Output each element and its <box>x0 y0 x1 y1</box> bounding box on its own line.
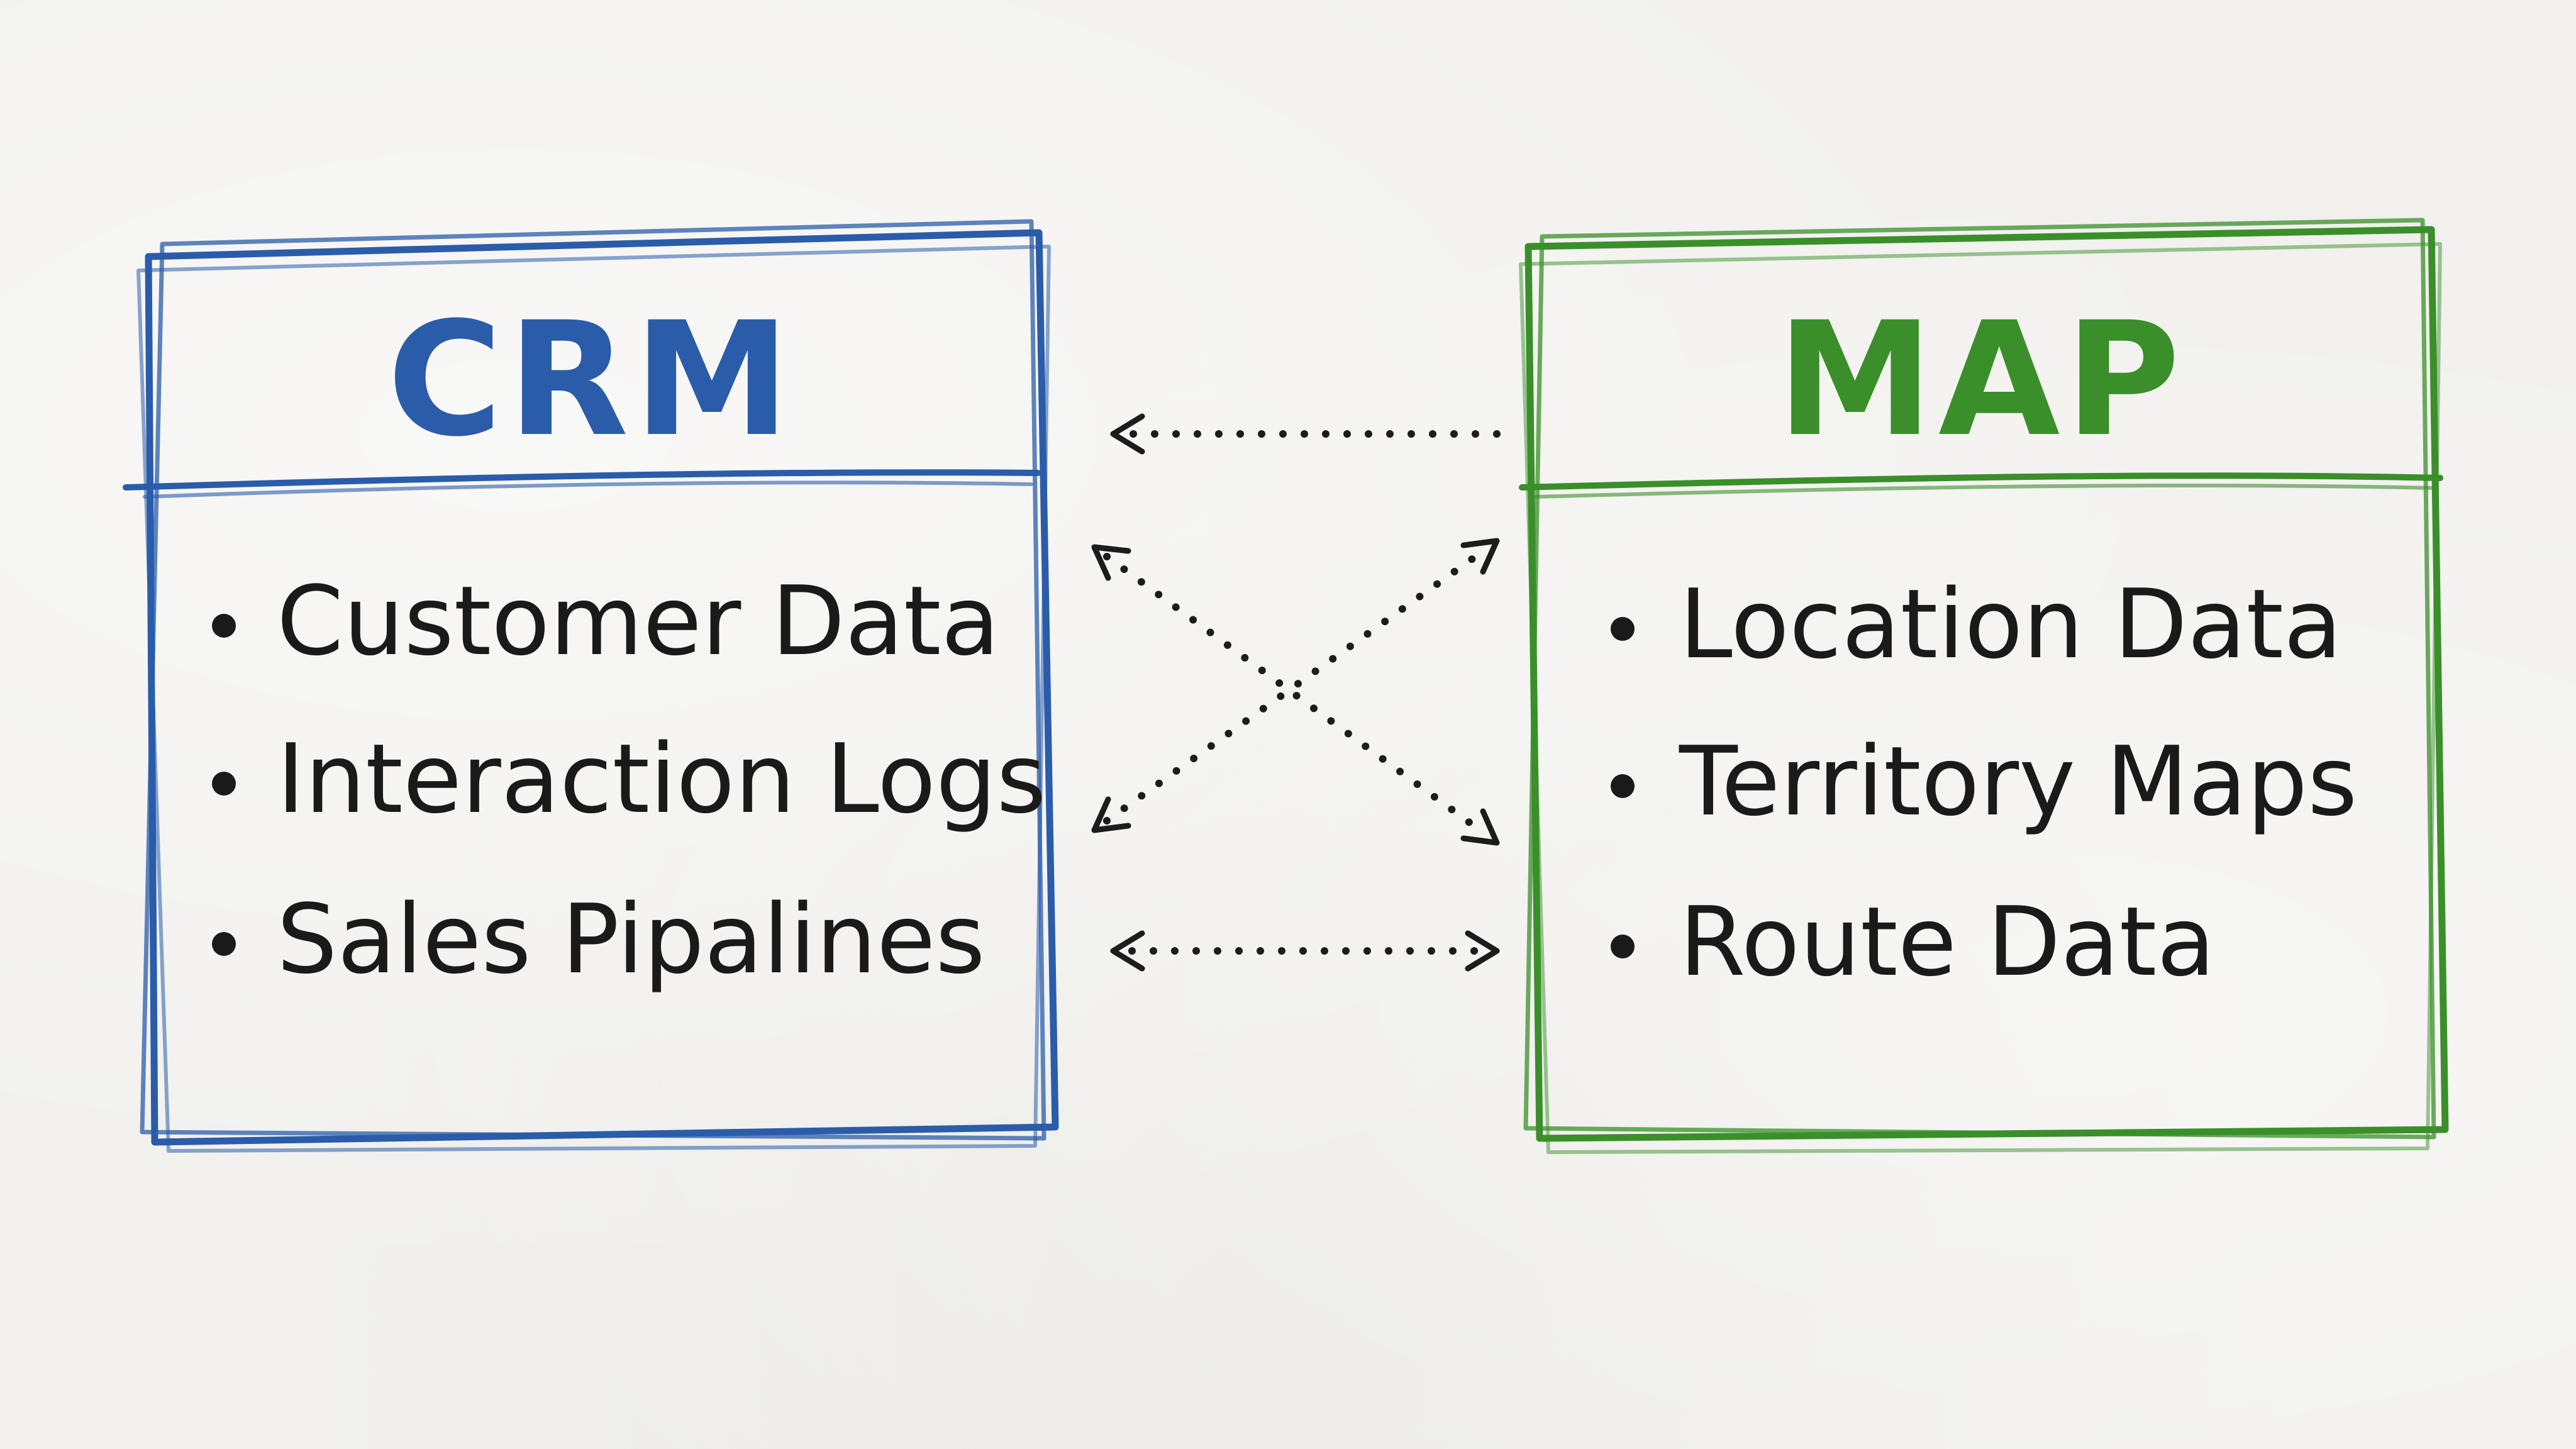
connector-top <box>1110 413 1501 455</box>
connector-diagonal-up-line <box>1103 547 1488 824</box>
arrowhead-up-right-icon <box>1460 538 1500 575</box>
crm-box-outline <box>145 229 1059 1146</box>
map-title: MAP <box>1777 288 2185 471</box>
crm-box <box>123 219 1059 1153</box>
arrowhead-down-right-icon <box>1460 808 1500 846</box>
map-item-label: Location Data <box>1679 569 2342 680</box>
map-list-item: Territory Maps <box>1611 726 2357 837</box>
map-item-list: Location Data Territory Maps Route Data <box>1611 569 2357 997</box>
crm-list-item: Customer Data <box>212 565 1000 677</box>
crm-title: CRM <box>387 288 796 471</box>
bullet-icon <box>212 614 236 638</box>
connector-diagonal-up <box>1091 538 1500 833</box>
map-box-outline <box>1524 226 2449 1142</box>
crm-header-divider <box>123 469 1041 491</box>
crm-item-list: Customer Data Interaction Logs Sales Pip… <box>212 565 1046 995</box>
map-box <box>1519 218 2449 1154</box>
map-list-item: Location Data <box>1611 569 2342 680</box>
bullet-icon <box>1611 935 1635 958</box>
arrowhead-left-icon <box>1110 413 1145 455</box>
map-header-divider <box>1519 472 2443 491</box>
crm-item-label: Interaction Logs <box>277 723 1046 835</box>
arrowhead-right-icon <box>1465 930 1500 972</box>
crm-item-label: Sales Pipalines <box>277 884 985 995</box>
connector-group <box>1091 413 1501 972</box>
crm-header-divider-2 <box>143 480 1033 499</box>
map-box-outline-3 <box>1519 242 2442 1154</box>
map-item-label: Route Data <box>1679 886 2215 997</box>
crm-item-label: Customer Data <box>277 565 1000 677</box>
crm-box-outline-2 <box>140 219 1046 1141</box>
connector-bottom <box>1110 930 1500 972</box>
arrowhead-left-icon <box>1110 930 1145 972</box>
map-header-divider-2 <box>1533 483 2436 499</box>
map-list-item: Route Data <box>1611 886 2215 997</box>
map-box-outline-2 <box>1523 218 2436 1140</box>
crm-list-item: Sales Pipalines <box>212 884 985 995</box>
connector-diagonal-down <box>1091 544 1500 846</box>
crm-box-outline-3 <box>136 245 1051 1153</box>
bullet-icon <box>212 932 236 956</box>
bullet-icon <box>212 772 236 796</box>
crm-list-item: Interaction Logs <box>212 723 1046 835</box>
arrowhead-down-left-icon <box>1091 796 1131 833</box>
map-item-label: Territory Maps <box>1679 726 2357 837</box>
connector-diagonal-down-line <box>1103 553 1488 837</box>
bullet-icon <box>1611 617 1635 641</box>
bullet-icon <box>1611 774 1635 798</box>
arrowhead-up-left-icon <box>1091 544 1131 581</box>
